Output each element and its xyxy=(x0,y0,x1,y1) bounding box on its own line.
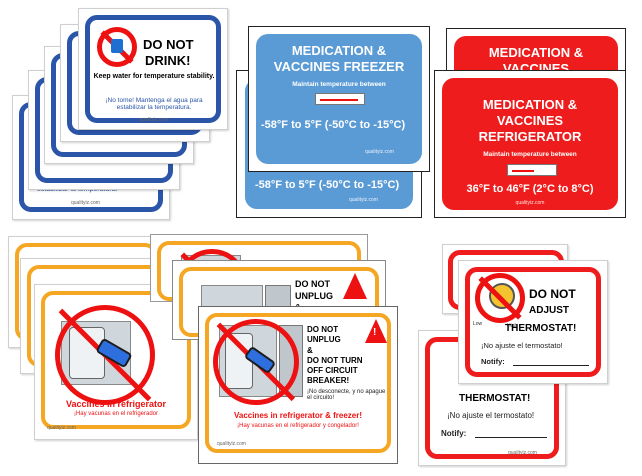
fridge-title-3: REFRIGERATOR xyxy=(478,129,582,144)
freezer-sheet-front: MEDICATION & VACCINES FREEZER Maintain t… xyxy=(248,26,430,172)
freezer-title-2: VACCINES FREEZER xyxy=(273,59,405,74)
thermostat-back-notify-line xyxy=(475,437,547,438)
thermostat-notify-line xyxy=(513,365,589,366)
thermometer-icon xyxy=(507,164,557,176)
unplug-small-caption-es: ¡Hay vacunas en el refrigerador xyxy=(73,411,159,417)
warning-triangle-back-icon xyxy=(343,273,367,299)
thermostat-frame xyxy=(465,267,601,377)
unplug-small-sheet-front: Vaccines in refrigerator ¡Hay vacunas en… xyxy=(34,284,198,440)
unplug-spanish: ¡No desconecte, y no apague el circuito! xyxy=(307,389,386,401)
unplug-line2: UNPLUG xyxy=(307,335,341,344)
thermostat-back-notify: Notify: xyxy=(441,429,467,438)
drink-site: qualityiz.com xyxy=(139,117,169,123)
thermostat-line3: THERMOSTAT! xyxy=(505,323,577,334)
drink-title-2: DRINK! xyxy=(145,53,191,68)
drink-spanish: ¡No tome! Mantenga el agua para estabili… xyxy=(105,97,203,111)
unplug-large-sheet-front: DO NOT UNPLUG & DO NOT TURN OFF CIRCUIT … xyxy=(198,306,398,464)
unplug-small-site: qualityiz.com xyxy=(47,425,76,431)
unplug-small-frame xyxy=(41,291,191,429)
freezer-site-back: qualityiz.com xyxy=(349,197,378,203)
no-drink-icon xyxy=(97,27,137,67)
unplug-caption: Vaccines in refrigerator & freezer! xyxy=(233,411,363,420)
unplug-caption-es: ¡Hay vacunas en el refrigerador y congel… xyxy=(237,423,359,429)
no-adjust-icon xyxy=(475,273,525,323)
thermostat-back-line3: THERMOSTAT! xyxy=(459,393,531,404)
drink-title-1: DO NOT xyxy=(143,37,194,52)
freezer-site: qualityiz.com xyxy=(365,149,394,155)
unplug-small-caption: Vaccines in refrigerator xyxy=(65,399,167,409)
unplug-line3: DO NOT TURN xyxy=(307,356,363,365)
thermostat-notify: Notify: xyxy=(481,357,505,366)
thermostat-low-label: Low xyxy=(473,321,483,327)
fridge-panel xyxy=(442,78,618,210)
fridge-site: qualityiz.com xyxy=(515,200,545,206)
fridge-title-2: VACCINES xyxy=(496,113,564,128)
freezer-title-1: MEDICATION & xyxy=(291,43,387,58)
thermostat-high-label: High xyxy=(507,323,518,329)
thermostat-site: qualityiz.com xyxy=(508,450,537,456)
thermometer-icon xyxy=(315,93,365,105)
warning-triangle-icon xyxy=(365,319,387,343)
unplug-back-line1: DO NOT xyxy=(295,279,330,289)
no-unplug-icon xyxy=(55,305,155,405)
fridge-maintain: Maintain temperature between xyxy=(483,151,577,158)
freezer-maintain: Maintain temperature between xyxy=(292,81,386,88)
unplug-line1: DO NOT xyxy=(307,325,339,334)
fridge-title-1: MEDICATION & xyxy=(482,97,578,112)
warning-mark: ! xyxy=(373,327,377,338)
unplug-amp: & xyxy=(307,346,313,355)
thermostat-sheet-front: Low High DO NOT ADJUST THERMOSTAT! ¡No a… xyxy=(458,260,608,384)
fridge-back-title-1: MEDICATION & xyxy=(488,45,584,60)
unplug-back-line2: UNPLUG xyxy=(295,291,333,301)
freezer-range: -58°F to 5°F (-50°C to -15°C) xyxy=(261,119,406,131)
drink-site-back: qualityiz.com xyxy=(71,200,100,206)
drink-subtitle: Keep water for temperature stability. xyxy=(93,73,215,80)
glass-icon xyxy=(111,39,123,53)
unplug-line4: OFF CIRCUIT xyxy=(307,366,358,375)
thermostat-line2: ADJUST xyxy=(529,305,570,316)
no-unplug-icon xyxy=(213,319,299,405)
unplug-site: qualityiz.com xyxy=(217,441,246,447)
freezer-range-back: -58°F to 5°F (-50°C to -15°C) xyxy=(255,179,400,191)
drink-frame-front xyxy=(85,15,221,123)
fridge-sheet-front: MEDICATION & VACCINES REFRIGERATOR Maint… xyxy=(434,70,626,218)
drink-sheet-front: DO NOT DRINK! Keep water for temperature… xyxy=(78,8,228,130)
unplug-line5: BREAKER! xyxy=(307,376,350,385)
unplug-large-frame xyxy=(205,313,391,453)
thermostat-spanish: ¡No ajuste el termostato! xyxy=(481,341,563,350)
fridge-range: 36°F to 46°F (2°C to 8°C) xyxy=(466,183,594,195)
thermostat-line1: DO NOT xyxy=(529,287,576,301)
thermostat-back-spanish: ¡No ajuste el termostato! xyxy=(447,411,535,420)
